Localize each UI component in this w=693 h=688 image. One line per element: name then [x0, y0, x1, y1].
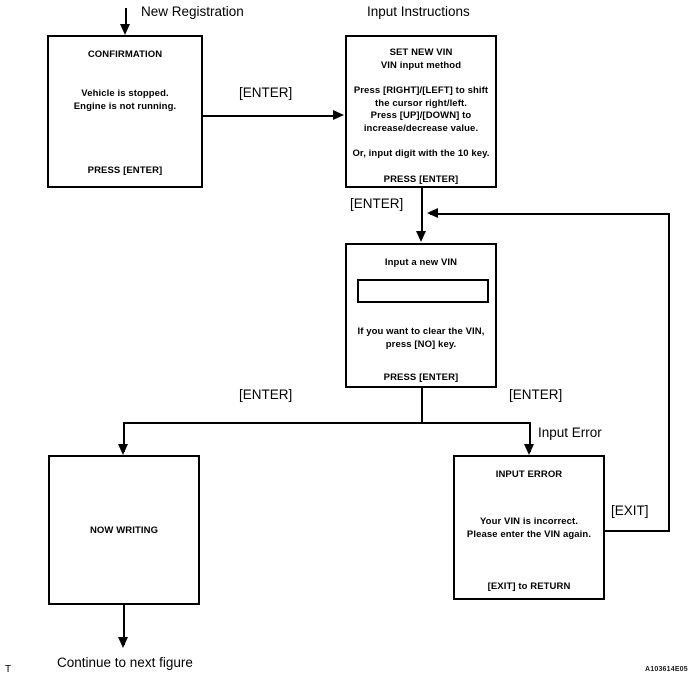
edge-label-enter-right: [ENTER] [509, 387, 563, 402]
confirmation-footer: PRESS [ENTER] [87, 165, 163, 176]
inputvin-body-line-2: press [NO] key. [385, 339, 457, 350]
setvin-body-line-1: Press [RIGHT]/[LEFT] to shift [353, 85, 489, 96]
arrowhead-continue [117, 637, 128, 648]
connector-now-writing-to-next [123, 605, 125, 645]
label-new-registration: New Registration [141, 4, 244, 19]
confirmation-body-line-2: Engine is not running. [73, 101, 177, 112]
connector-exit-return-horizontal-bottom [605, 530, 670, 532]
connector-exit-return-horizontal-top [430, 213, 670, 215]
setvin-body-line-4: increase/decrease value. [363, 122, 479, 134]
connector-to-now-writing [123, 422, 125, 452]
input-error-body-line-1: Your VIN is incorrect. [479, 516, 579, 527]
edge-label-enter-1: [ENTER] [239, 85, 293, 100]
arrowhead-exit-return [427, 207, 438, 218]
setvin-body-line-3: Press [UP]/[DOWN] to [370, 110, 472, 121]
corner-registration-mark: T [5, 664, 12, 675]
connector-to-input-error [529, 422, 531, 452]
connector-inputvin-split-stem [421, 388, 423, 424]
setvin-body-line-2: the cursor right/left. [375, 97, 467, 109]
input-error-header: INPUT ERROR [495, 469, 563, 480]
node-input-new-vin: Input a new VIN If you want to clear the… [345, 243, 497, 388]
arrowhead-into-input-error [523, 444, 534, 455]
connector-setvin-to-inputvin [421, 188, 423, 233]
setvin-header-line-1: SET NEW VIN [389, 47, 453, 58]
arrowhead-into-setvin [333, 109, 344, 120]
inputvin-body-line-1: If you want to clear the VIN, [357, 326, 485, 337]
edge-label-enter-left: [ENTER] [239, 387, 293, 402]
setvin-body-line-5: Or, input digit with the 10 key. [352, 148, 490, 159]
setvin-header-line-2: VIN input method [380, 60, 462, 71]
input-error-body-line-2: Please enter the VIN again. [466, 529, 592, 540]
figure-code: A103614E05 [645, 666, 688, 673]
connector-inputvin-split-bus [123, 422, 531, 424]
vin-input-field[interactable] [357, 279, 489, 303]
edge-label-exit: [EXIT] [611, 503, 649, 518]
now-writing-label: NOW WRITING [89, 525, 159, 536]
arrowhead-into-now-writing [117, 444, 128, 455]
label-input-error: Input Error [538, 425, 602, 440]
connector-exit-return-vertical [668, 213, 670, 530]
inputvin-header: Input a new VIN [384, 257, 458, 268]
connector-confirmation-to-setvin [203, 115, 334, 117]
connector-new-registration-stem [125, 8, 127, 27]
node-input-error: INPUT ERROR Your VIN is incorrect. Pleas… [453, 455, 605, 600]
inputvin-footer: PRESS [ENTER] [383, 372, 459, 383]
setvin-footer: PRESS [ENTER] [383, 174, 459, 185]
node-confirmation: CONFIRMATION Vehicle is stopped. Engine … [47, 35, 203, 188]
edge-label-enter-2: [ENTER] [350, 196, 404, 211]
node-set-new-vin: SET NEW VIN VIN input method Press [RIGH… [345, 35, 497, 188]
label-input-instructions: Input Instructions [367, 4, 470, 19]
arrowhead-into-confirmation [119, 24, 130, 35]
node-now-writing: NOW WRITING [48, 455, 200, 605]
confirmation-header: CONFIRMATION [87, 49, 163, 60]
input-error-footer: [EXIT] to RETURN [487, 581, 571, 592]
label-continue-to-next-figure: Continue to next figure [57, 655, 193, 670]
confirmation-body-line-1: Vehicle is stopped. [81, 88, 169, 99]
arrowhead-into-inputvin [415, 231, 426, 242]
